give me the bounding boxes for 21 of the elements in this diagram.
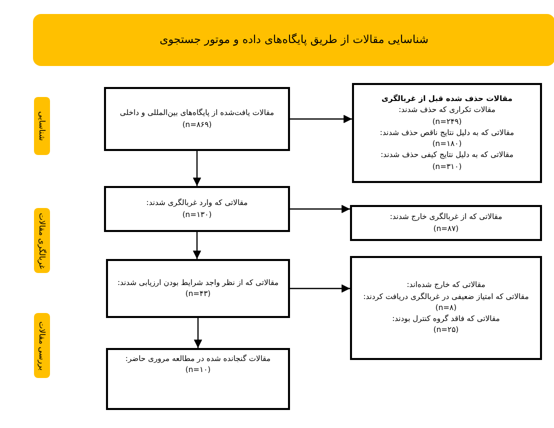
- process-box: [350, 256, 542, 360]
- arrow: [290, 114, 352, 124]
- stage-tab: [34, 208, 50, 273]
- stage-label: شناسایی: [38, 111, 46, 141]
- stage-tab: [34, 97, 50, 155]
- stage-label: بررسی مقالات: [38, 320, 46, 370]
- stage-tab: [34, 313, 50, 378]
- process-box: [350, 205, 542, 241]
- arrow: [290, 204, 350, 214]
- process-box: [106, 259, 290, 318]
- stage-label: غربالگری مقالات: [38, 212, 46, 269]
- arrow: [290, 284, 350, 293]
- process-box: [104, 87, 290, 151]
- arrow: [192, 232, 202, 259]
- title-text: شناسایی مقالات از طریق پایگاه‌های داده و موتور جستجوی: [160, 32, 428, 48]
- process-box: [352, 83, 542, 183]
- arrow: [194, 318, 202, 348]
- process-box: [106, 348, 290, 410]
- title-banner: [33, 14, 554, 66]
- process-box: [104, 186, 290, 232]
- arrow: [192, 151, 202, 186]
